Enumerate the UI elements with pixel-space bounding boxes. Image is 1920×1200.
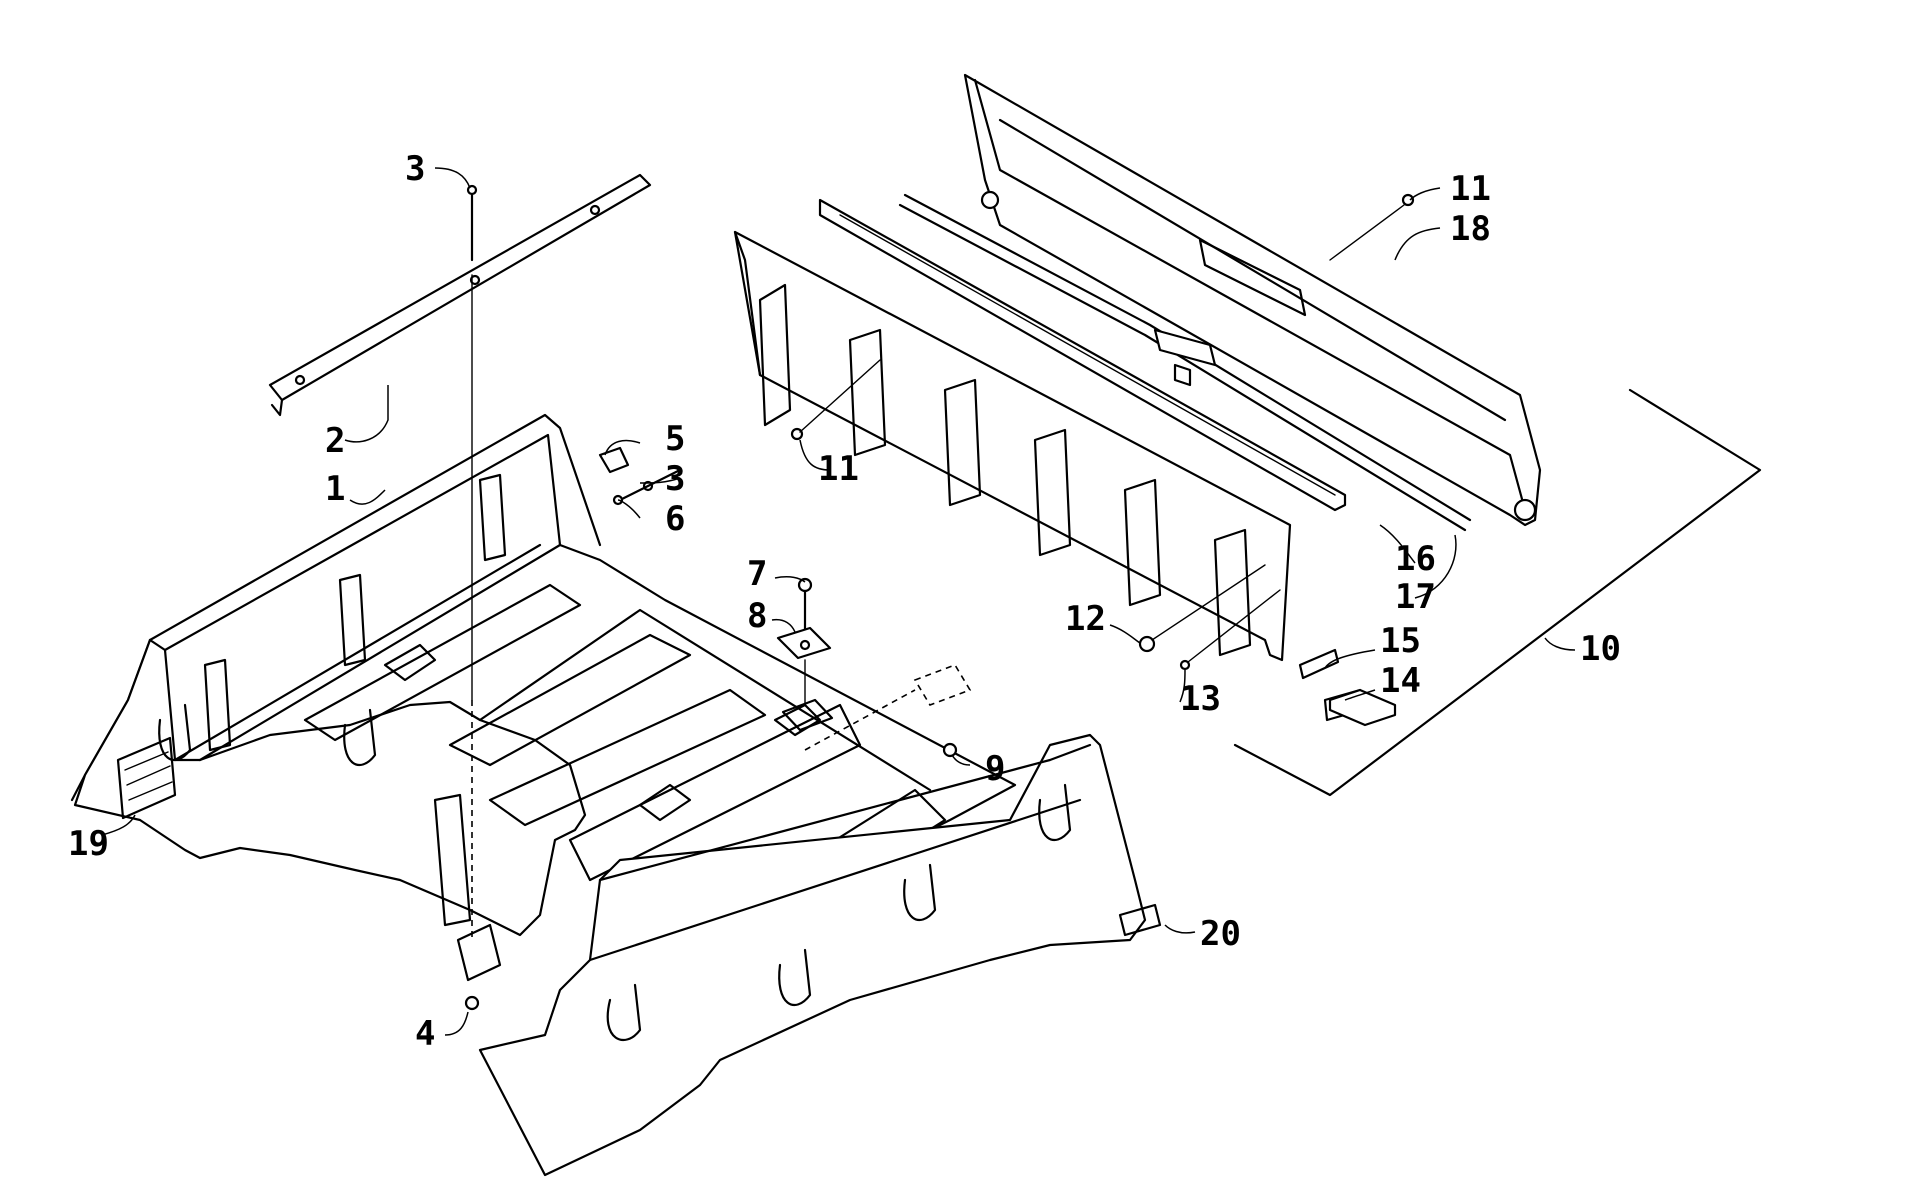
callout-13: 13 — [1180, 679, 1221, 719]
callout-11a: 11 — [818, 449, 859, 489]
callout-14: 14 — [1380, 661, 1421, 701]
bolt-3-top — [456, 184, 502, 1011]
callout-4: 4 — [415, 1014, 435, 1054]
leader-lines — [101, 167, 1576, 1036]
callout-9: 9 — [985, 749, 1005, 789]
callout-10: 10 — [1580, 629, 1621, 669]
warning-decal-left — [116, 736, 177, 820]
panel-cutout — [758, 283, 792, 427]
tailgate-assembly — [733, 73, 1762, 797]
latch-cutout — [1198, 238, 1307, 317]
callout-1: 1 — [325, 469, 345, 509]
callout-11b: 11 — [1450, 169, 1491, 209]
callout-15: 15 — [1380, 621, 1421, 661]
callouts: 3 2 1 5 3 6 7 8 9 11 12 13 14 15 16 17 1… — [68, 149, 1621, 1054]
callout-20: 20 — [1200, 914, 1241, 954]
callout-6: 6 — [665, 499, 685, 539]
callout-12: 12 — [1065, 599, 1106, 639]
cargo-box — [70, 413, 1162, 1177]
callout-3a: 3 — [405, 149, 425, 189]
rail-bracket — [268, 173, 652, 417]
callout-2: 2 — [325, 421, 345, 461]
logo-decal-right — [1118, 903, 1162, 937]
callout-5: 5 — [665, 419, 685, 459]
callout-19: 19 — [68, 824, 109, 864]
callout-16: 16 — [1395, 539, 1436, 579]
callout-8: 8 — [747, 596, 767, 636]
callout-17: 17 — [1395, 577, 1436, 617]
callout-3b: 3 — [665, 459, 685, 499]
floor-fasteners — [776, 577, 972, 758]
callout-7: 7 — [747, 554, 767, 594]
latch-hardware — [598, 446, 682, 506]
callout-18: 18 — [1450, 209, 1491, 249]
